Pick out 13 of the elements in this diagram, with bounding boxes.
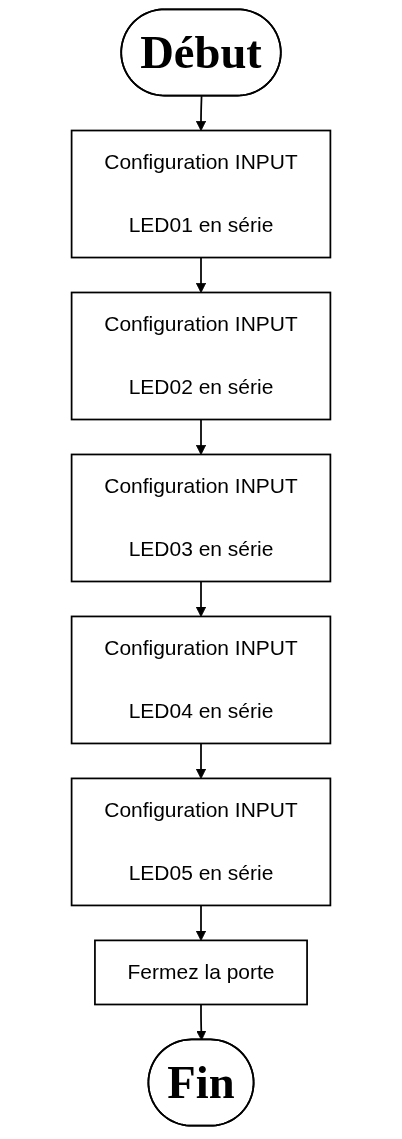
arrow (195, 580, 207, 617)
arrow (195, 904, 207, 941)
node-box: Configuration INPUT LED01 en série (70, 129, 332, 259)
arrow (195, 742, 207, 779)
arrow (195, 95, 207, 131)
node-box: Configuration INPUT LED04 en série (70, 615, 332, 745)
arrow (195, 256, 207, 293)
arrow (195, 418, 207, 455)
node-box: Fermez la porte (94, 939, 308, 1006)
node-box: Configuration INPUT LED03 en série (70, 453, 332, 583)
arrow (196, 1003, 207, 1041)
node-box: Configuration INPUT LED05 en série (70, 777, 332, 907)
node-box: Configuration INPUT LED02 en série (70, 291, 332, 421)
